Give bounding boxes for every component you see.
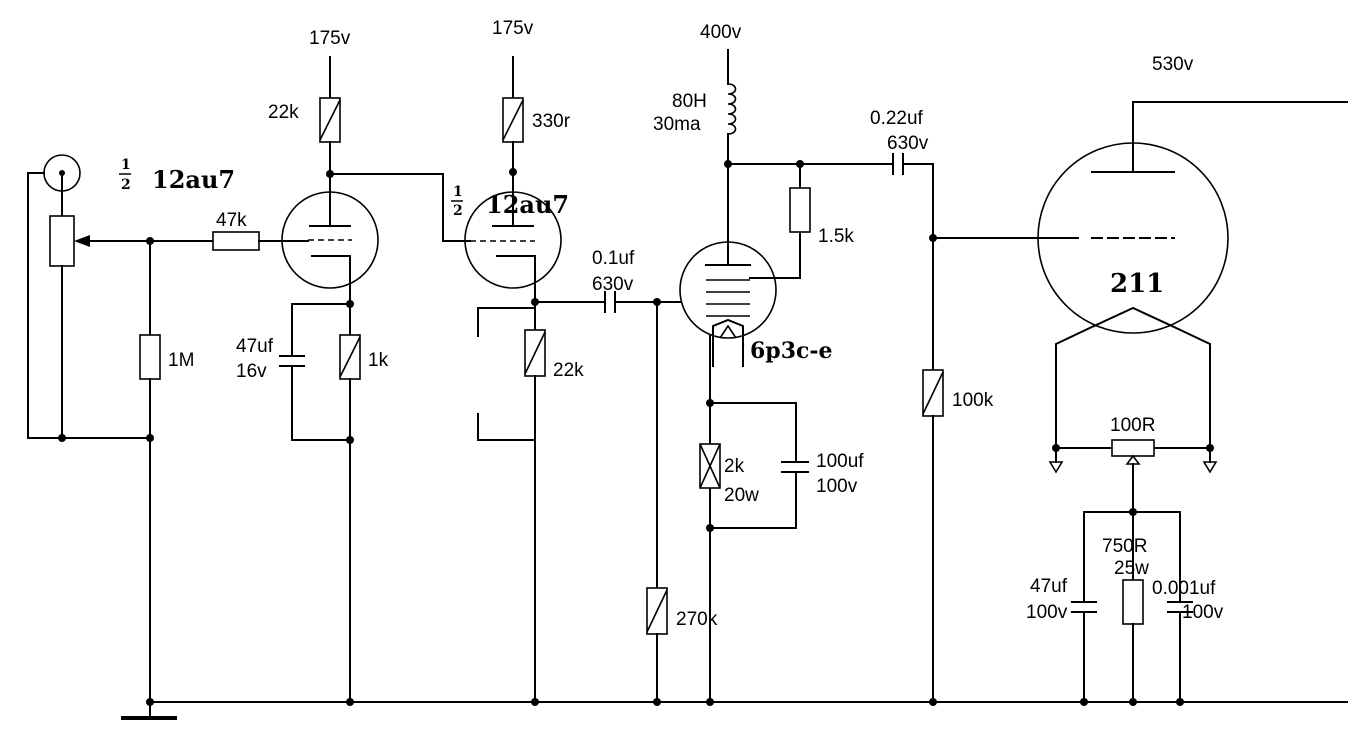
stage2-plate-resistor-label: 330r (532, 111, 571, 132)
stage2-tube-label: 12au7 (486, 190, 569, 219)
stage1-supply-label: 175v (309, 28, 351, 49)
output-tube-211 (932, 101, 1348, 449)
driver-cathode-cap-voltage: 100v (816, 476, 858, 497)
stage2-fraction-num: 1 (453, 184, 463, 200)
stage1-triode (281, 139, 379, 305)
stage1-plate-resistor (319, 56, 341, 178)
hum-pot-label: 100R (1110, 415, 1155, 436)
coupling-cap-0.22uf-value: 0.22uf (870, 108, 924, 129)
driver-choke (724, 49, 737, 168)
grid-stopper-47k-label: 47k (216, 210, 247, 231)
driver-tube-label: 6p3c-e (750, 338, 833, 364)
driver-grid-leak (646, 301, 668, 706)
coupling-cap-0.22uf (892, 153, 934, 239)
output-cathode-resistor-value: 750R (1102, 536, 1147, 557)
stage1-cathode-cap-voltage: 16v (236, 361, 267, 382)
screen-resistor-label: 1.5k (818, 226, 854, 247)
stage2-cathode-network (477, 298, 606, 706)
coupling-cap-0.1uf-value: 0.1uf (592, 248, 635, 269)
stage1-cathode-resistor-label: 1k (368, 350, 389, 371)
stage1-fraction-num: 1 (121, 157, 131, 173)
coupling-cap-0.1uf (604, 291, 681, 313)
driver-cathode-network (699, 399, 809, 706)
stage2-fraction-den: 2 (453, 203, 463, 219)
output-tube-label: 211 (1110, 269, 1164, 299)
grid-leak-1M-label: 1M (168, 350, 194, 371)
output-bypass-cap-voltage: 100v (1182, 602, 1224, 623)
driver-grid-leak-label: 270k (676, 609, 718, 630)
output-supply-label: 530v (1152, 54, 1194, 75)
screen-resistor (727, 160, 894, 233)
stage2-supply-label: 175v (492, 18, 534, 39)
output-cathode-cap-voltage: 100v (1026, 602, 1068, 623)
stage1-cathode-network (279, 300, 361, 706)
stage1-tube-label: 12au7 (152, 165, 235, 194)
stage2-cathode-resistor-label: 22k (553, 360, 584, 381)
stage1-plate-resistor-label: 22k (268, 102, 299, 123)
grid-leak-1M (58, 237, 161, 706)
stage2-triode (464, 171, 562, 303)
hum-balance-pot (1048, 439, 1218, 516)
coupling-cap-0.1uf-voltage: 630v (592, 274, 634, 295)
stage1-fraction-den: 2 (121, 177, 131, 193)
output-cathode-network (1071, 511, 1193, 706)
output-bypass-cap-value: 0.001uf (1152, 578, 1216, 599)
stage2-plate-resistor (502, 56, 524, 176)
driver-cathode-resistor-power: 20w (724, 485, 759, 506)
ground-bus (121, 701, 1348, 720)
driver-supply-label: 400v (700, 22, 742, 43)
output-grid-leak-label: 100k (952, 390, 994, 411)
driver-cathode-resistor-value: 2k (724, 456, 745, 477)
volume-potentiometer (49, 215, 214, 439)
input-jack (27, 154, 81, 439)
output-cathode-resistor-power: 25w (1114, 558, 1149, 579)
stage1-cathode-cap-value: 47uf (236, 336, 274, 357)
driver-cathode-cap-value: 100uf (816, 451, 864, 472)
driver-pentode (679, 163, 801, 703)
output-cathode-cap-value: 47uf (1030, 576, 1068, 597)
interstage-wire (329, 173, 471, 242)
grid-stopper-47k (212, 231, 309, 251)
choke-inductance-label: 80H (672, 91, 707, 112)
choke-current-label: 30ma (653, 114, 701, 135)
output-grid-leak (922, 234, 944, 706)
coupling-cap-0.22uf-voltage: 630v (887, 133, 929, 154)
